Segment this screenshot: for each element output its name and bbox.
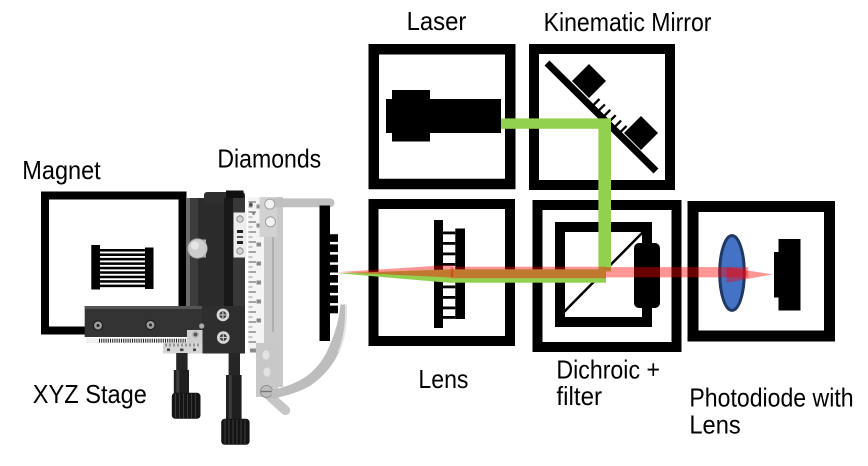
svg-text:filter: filter	[556, 381, 602, 411]
svg-text:Lens: Lens	[689, 409, 740, 439]
svg-text:Lens: Lens	[418, 364, 468, 394]
svg-text:Diamonds: Diamonds	[217, 143, 321, 173]
svg-text:Kinematic Mirror: Kinematic Mirror	[544, 7, 712, 37]
svg-text:XYZ Stage: XYZ Stage	[33, 379, 147, 409]
svg-text:Photodiode with: Photodiode with	[689, 383, 853, 413]
svg-text:Laser: Laser	[407, 6, 467, 36]
svg-text:Dichroic +: Dichroic +	[556, 354, 660, 384]
svg-text:Magnet: Magnet	[22, 155, 101, 185]
